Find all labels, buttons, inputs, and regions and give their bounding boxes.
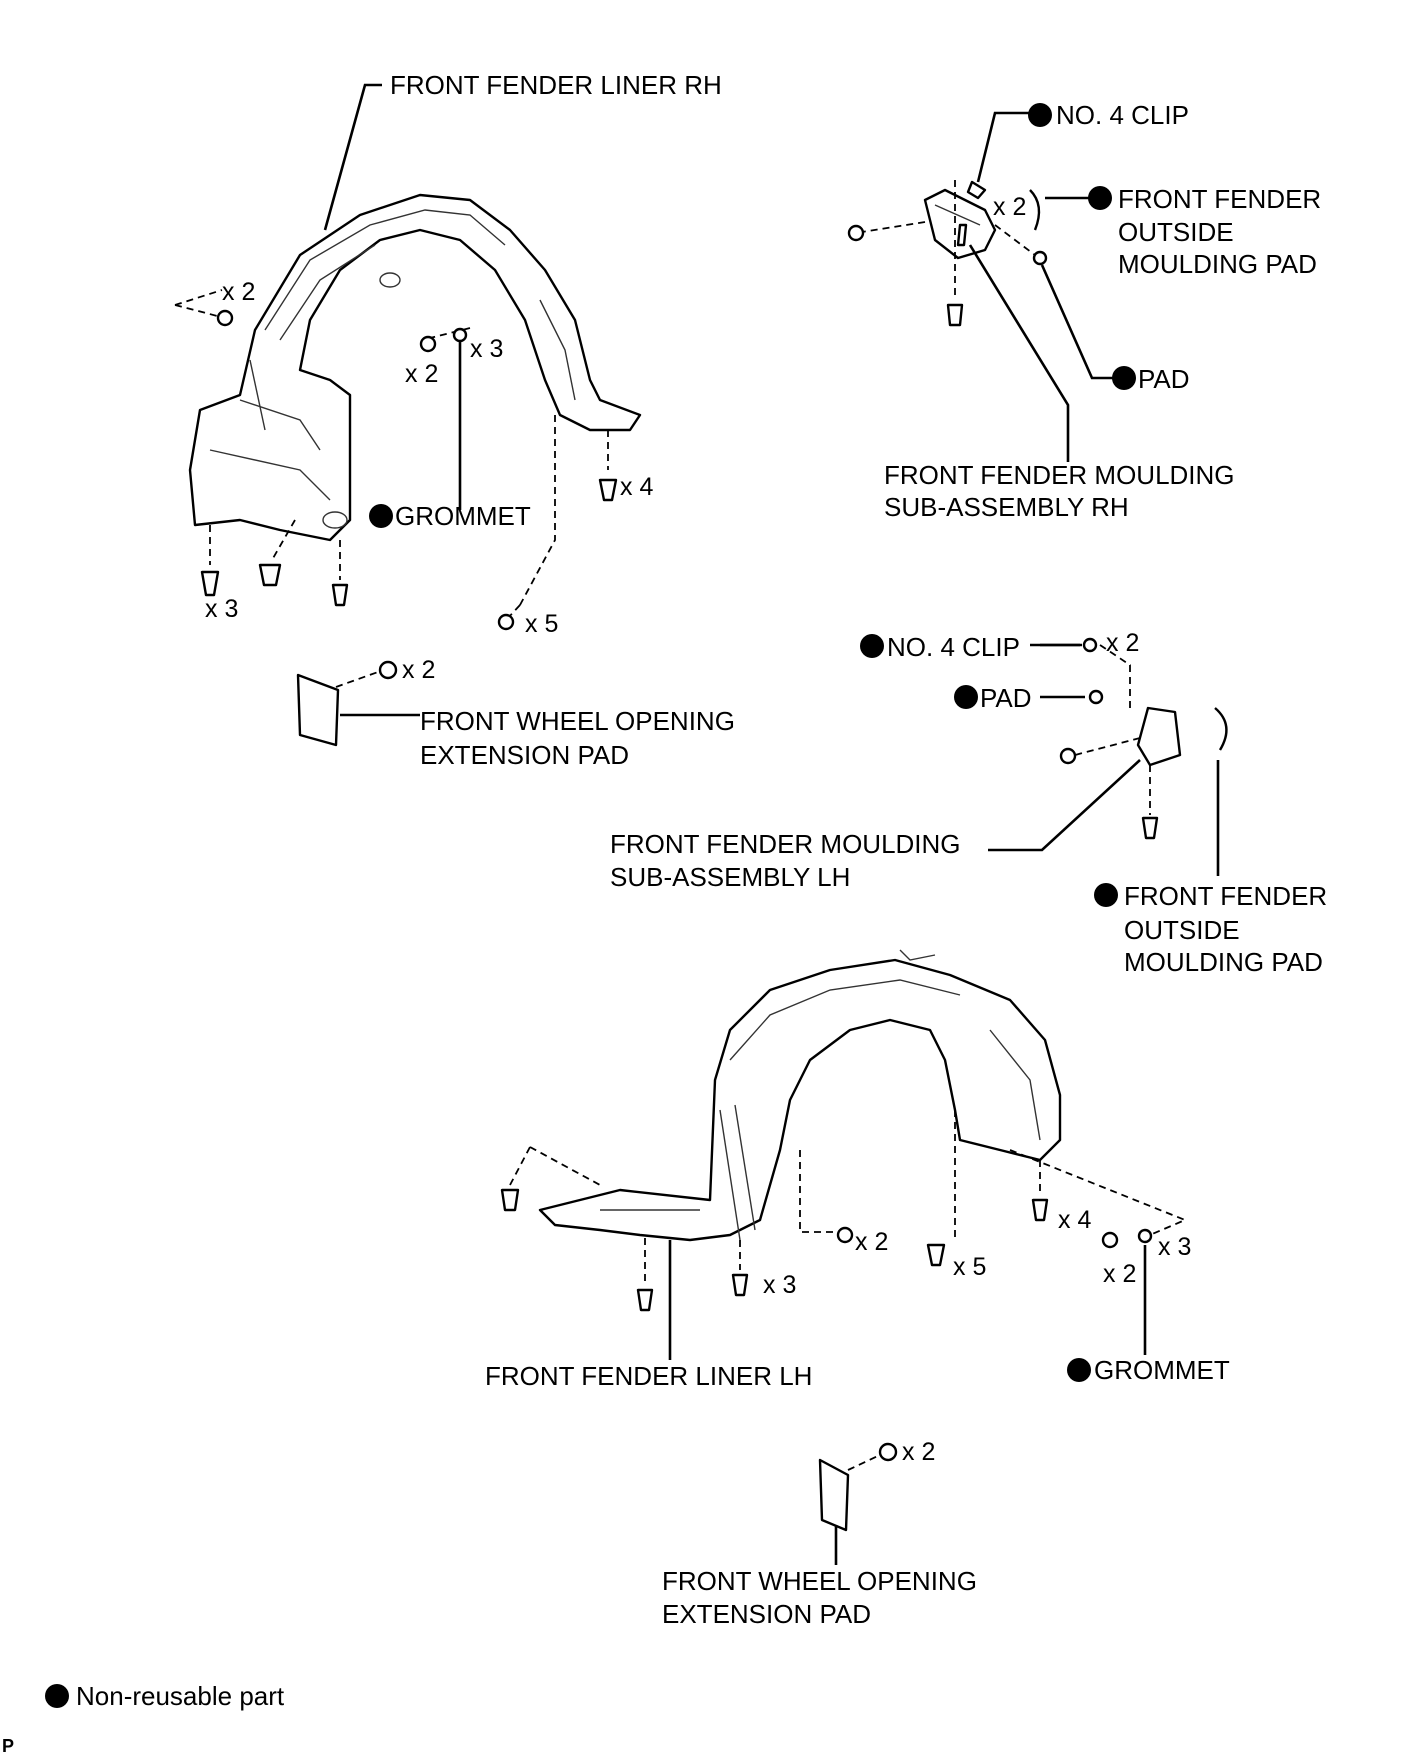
front-fender-liner-lh-drawing	[538, 949, 1062, 1242]
filled-circle-icon	[45, 1684, 69, 1708]
label-outside-pad-top-line2: OUTSIDE	[1118, 217, 1234, 247]
label-grommet-rh: GROMMET	[395, 501, 531, 531]
qty-mould-rh-clip: x 2	[993, 193, 1026, 221]
label-moulding-rh-line1: FRONT FENDER MOULDING	[884, 460, 1235, 490]
non-reusable-icon	[1088, 186, 1112, 210]
label-moulding-lh-line1: FRONT FENDER MOULDING	[610, 829, 961, 859]
label-ext-pad-lh-line2: EXTENSION PAD	[662, 1599, 871, 1629]
front-fender-moulding-lh-drawing	[1059, 637, 1228, 840]
qty-lh-bolt-x4: x 4	[1058, 1206, 1091, 1234]
qty-lh-ext-screw: x 2	[902, 1438, 935, 1466]
qty-rh-grommet-x2: x 2	[405, 360, 438, 388]
qty-rh-left-screw: x 2	[222, 278, 255, 306]
non-reusable-icon	[1094, 883, 1118, 907]
non-reusable-icon	[1112, 366, 1136, 390]
qty-rh-clip: x 5	[525, 610, 558, 638]
front-fender-liner-rh-drawing	[188, 193, 642, 542]
qty-rh-grommet-x3: x 3	[470, 335, 503, 363]
non-reusable-icon	[1067, 1358, 1091, 1382]
legend-text: Non-reusable part	[76, 1681, 285, 1711]
qty-lh-mid-screw: x 2	[855, 1228, 888, 1256]
label-no4-clip-top: NO. 4 CLIP	[1056, 100, 1189, 130]
lh-extension-pad-drawing	[818, 1442, 898, 1565]
qty-lh-bolt-x3: x 3	[763, 1271, 796, 1299]
qty-rh-ext-screw: x 2	[402, 656, 435, 684]
non-reusable-icon	[860, 634, 884, 658]
label-outside-pad-mid-line3: MOULDING PAD	[1124, 947, 1323, 977]
non-reusable-icon	[954, 685, 978, 709]
label-outside-pad-top-line1: FRONT FENDER	[1118, 184, 1321, 214]
non-reusable-icon	[369, 504, 393, 528]
label-outside-pad-mid-line2: OUTSIDE	[1124, 915, 1240, 945]
front-fender-moulding-rh-drawing	[847, 180, 1048, 327]
rh-extension-pad-drawing	[296, 660, 420, 747]
label-moulding-rh-line2: SUB-ASSEMBLY RH	[884, 492, 1129, 522]
qty-lh-grommet-x3: x 3	[1158, 1233, 1191, 1261]
qty-lh-grommet-x2: x 2	[1103, 1260, 1136, 1288]
rh-fasteners	[174, 289, 618, 631]
label-grommet-lh: GROMMET	[1094, 1355, 1230, 1385]
lh-fasteners	[500, 1110, 1188, 1312]
label-outside-pad-top-line3: MOULDING PAD	[1118, 249, 1317, 279]
corner-mark: P	[2, 1736, 14, 1756]
label-pad-top: PAD	[1138, 364, 1190, 394]
qty-mould-lh-clip: x 2	[1106, 629, 1139, 657]
label-front-fender-liner-rh: FRONT FENDER LINER RH	[390, 70, 722, 100]
qty-rh-right-bolt: x 4	[620, 473, 653, 501]
label-pad-mid: PAD	[980, 683, 1032, 713]
qty-rh-bottom-bolt: x 3	[205, 595, 238, 623]
non-reusable-icon	[1028, 103, 1052, 127]
qty-lh-clip: x 5	[953, 1253, 986, 1281]
label-moulding-lh-line2: SUB-ASSEMBLY LH	[610, 862, 850, 892]
label-ext-pad-rh-line2: EXTENSION PAD	[420, 740, 629, 770]
label-ext-pad-rh-line1: FRONT WHEEL OPENING	[420, 706, 735, 736]
label-no4-clip-mid: NO. 4 CLIP	[887, 632, 1020, 662]
label-outside-pad-mid-line1: FRONT FENDER	[1124, 881, 1327, 911]
label-front-fender-liner-lh: FRONT FENDER LINER LH	[485, 1361, 812, 1391]
label-ext-pad-lh-line1: FRONT WHEEL OPENING	[662, 1566, 977, 1596]
